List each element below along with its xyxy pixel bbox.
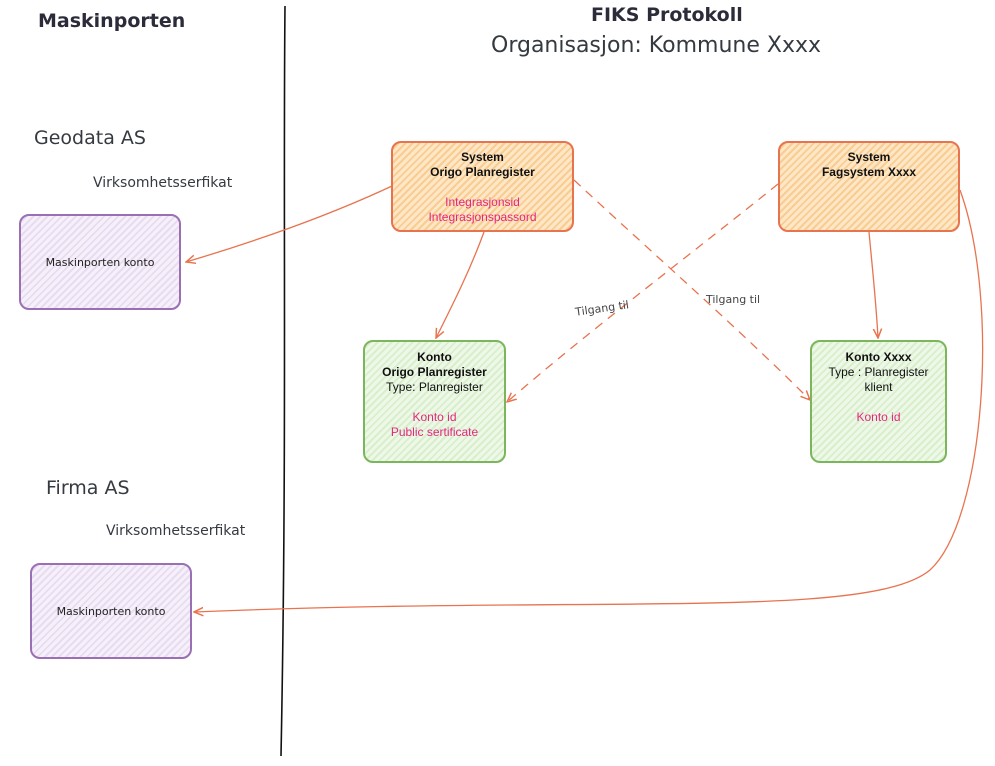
- system-origo-name: Origo Planregister: [430, 165, 535, 179]
- konto-xxxx-name: Konto Xxxx: [845, 350, 912, 364]
- konto-origo-id: Konto id: [412, 410, 457, 424]
- konto-origo-name: Origo Planregister: [382, 365, 487, 379]
- konto-origo-kind: Konto: [417, 350, 452, 364]
- system-fagsystem-xxxx[interactable]: System Fagsystem Xxxx: [778, 141, 960, 232]
- geodata-org-label: Geodata AS: [34, 127, 146, 149]
- konto-xxxx-type-line2: klient: [864, 380, 893, 394]
- firma-org-label: Firma AS: [46, 477, 130, 499]
- geodata-cert-label: Virksomhetsserfikat: [93, 175, 233, 191]
- system-origo-planregister[interactable]: System Origo Planregister Integrasjonsid…: [391, 141, 574, 232]
- firma-cert-label: Virksomhetsserfikat: [106, 523, 246, 539]
- konto-xxxx-type-line1: Type : Planregister: [828, 365, 929, 379]
- system-fag-kind: System: [847, 150, 891, 164]
- konto-xxxx[interactable]: Konto Xxxx Type : Planregister klient Ko…: [810, 340, 947, 463]
- maskinporten-title: Maskinporten: [38, 10, 186, 32]
- konto-origo-planregister[interactable]: Konto Origo Planregister Type: Planregis…: [363, 340, 506, 463]
- edge-origo-system-to-konto: [436, 231, 485, 338]
- system-origo-integration-password: Integrasjonspassord: [428, 210, 537, 224]
- konto-origo-cert: Public sertificate: [390, 425, 479, 439]
- konto-xxxx-id: Konto id: [856, 410, 901, 424]
- geodata-maskinporten-account-label: Maskinporten konto: [45, 255, 155, 269]
- diagram-subtitle: Organisasjon: Kommune Xxxx: [491, 33, 821, 58]
- konto-origo-type: Type: Planregister: [386, 380, 483, 394]
- geodata-maskinporten-account[interactable]: Maskinporten konto: [19, 214, 181, 310]
- edge-fag-to-firma: [194, 189, 984, 612]
- system-fag-name: Fagsystem Xxxx: [821, 165, 917, 179]
- access-label-right: Tilgang til: [706, 293, 761, 306]
- firma-maskinporten-account[interactable]: Maskinporten konto: [30, 563, 192, 659]
- section-divider: [280, 5, 286, 757]
- edge-origo-to-geodata: [186, 185, 393, 262]
- system-origo-kind: System: [461, 150, 504, 164]
- diagram-title: FIKS Protokoll: [591, 4, 743, 26]
- firma-maskinporten-account-label: Maskinporten konto: [56, 604, 166, 618]
- system-origo-integration-id: Integrasjonsid: [445, 195, 520, 209]
- edge-origo-access-konto-xxxx: [573, 179, 810, 400]
- edge-fag-system-to-konto: [868, 231, 878, 338]
